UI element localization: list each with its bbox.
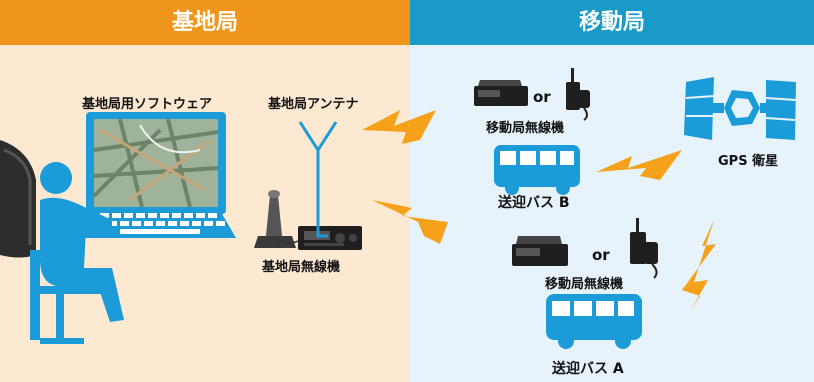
handheld-radio-icon bbox=[630, 218, 658, 279]
gps-label: GPS 衛星 bbox=[718, 154, 779, 169]
keyboard-fragment-icon bbox=[0, 140, 36, 258]
software-label: 基地局用ソフトウェア bbox=[82, 97, 213, 112]
mobile-radio-icon bbox=[474, 80, 528, 106]
bus-a-label: 送迎バス A bbox=[552, 361, 624, 377]
mobile-radio-icon bbox=[512, 236, 568, 266]
or-label-bottom: or bbox=[592, 246, 610, 264]
handheld-radio-icon bbox=[566, 68, 590, 121]
gps-satellite-icon bbox=[684, 77, 797, 140]
lightning-icon bbox=[596, 150, 682, 180]
bus-b-icon bbox=[494, 145, 580, 195]
operator-icon bbox=[30, 162, 124, 344]
mobile-radio-label-bottom: 移動局無線機 bbox=[545, 277, 624, 292]
antenna-label: 基地局アンテナ bbox=[268, 97, 359, 112]
monitor-icon bbox=[76, 112, 236, 238]
base-station-header: 基地局 bbox=[0, 0, 410, 45]
or-label-top: or bbox=[533, 88, 551, 106]
lightning-icon bbox=[362, 110, 436, 144]
bus-a-icon bbox=[546, 294, 642, 349]
desk-microphone-icon bbox=[254, 190, 301, 248]
lightning-icon bbox=[372, 200, 448, 244]
base-antenna-icon bbox=[298, 121, 338, 238]
base-radio-label: 基地局無線機 bbox=[262, 260, 341, 275]
base-radio-icon bbox=[298, 226, 362, 250]
mobile-station-header: 移動局 bbox=[410, 0, 814, 45]
lightning-icon bbox=[682, 220, 716, 312]
bus-b-label: 送迎バス B bbox=[498, 195, 570, 211]
mobile-radio-label-top: 移動局無線機 bbox=[486, 121, 565, 136]
